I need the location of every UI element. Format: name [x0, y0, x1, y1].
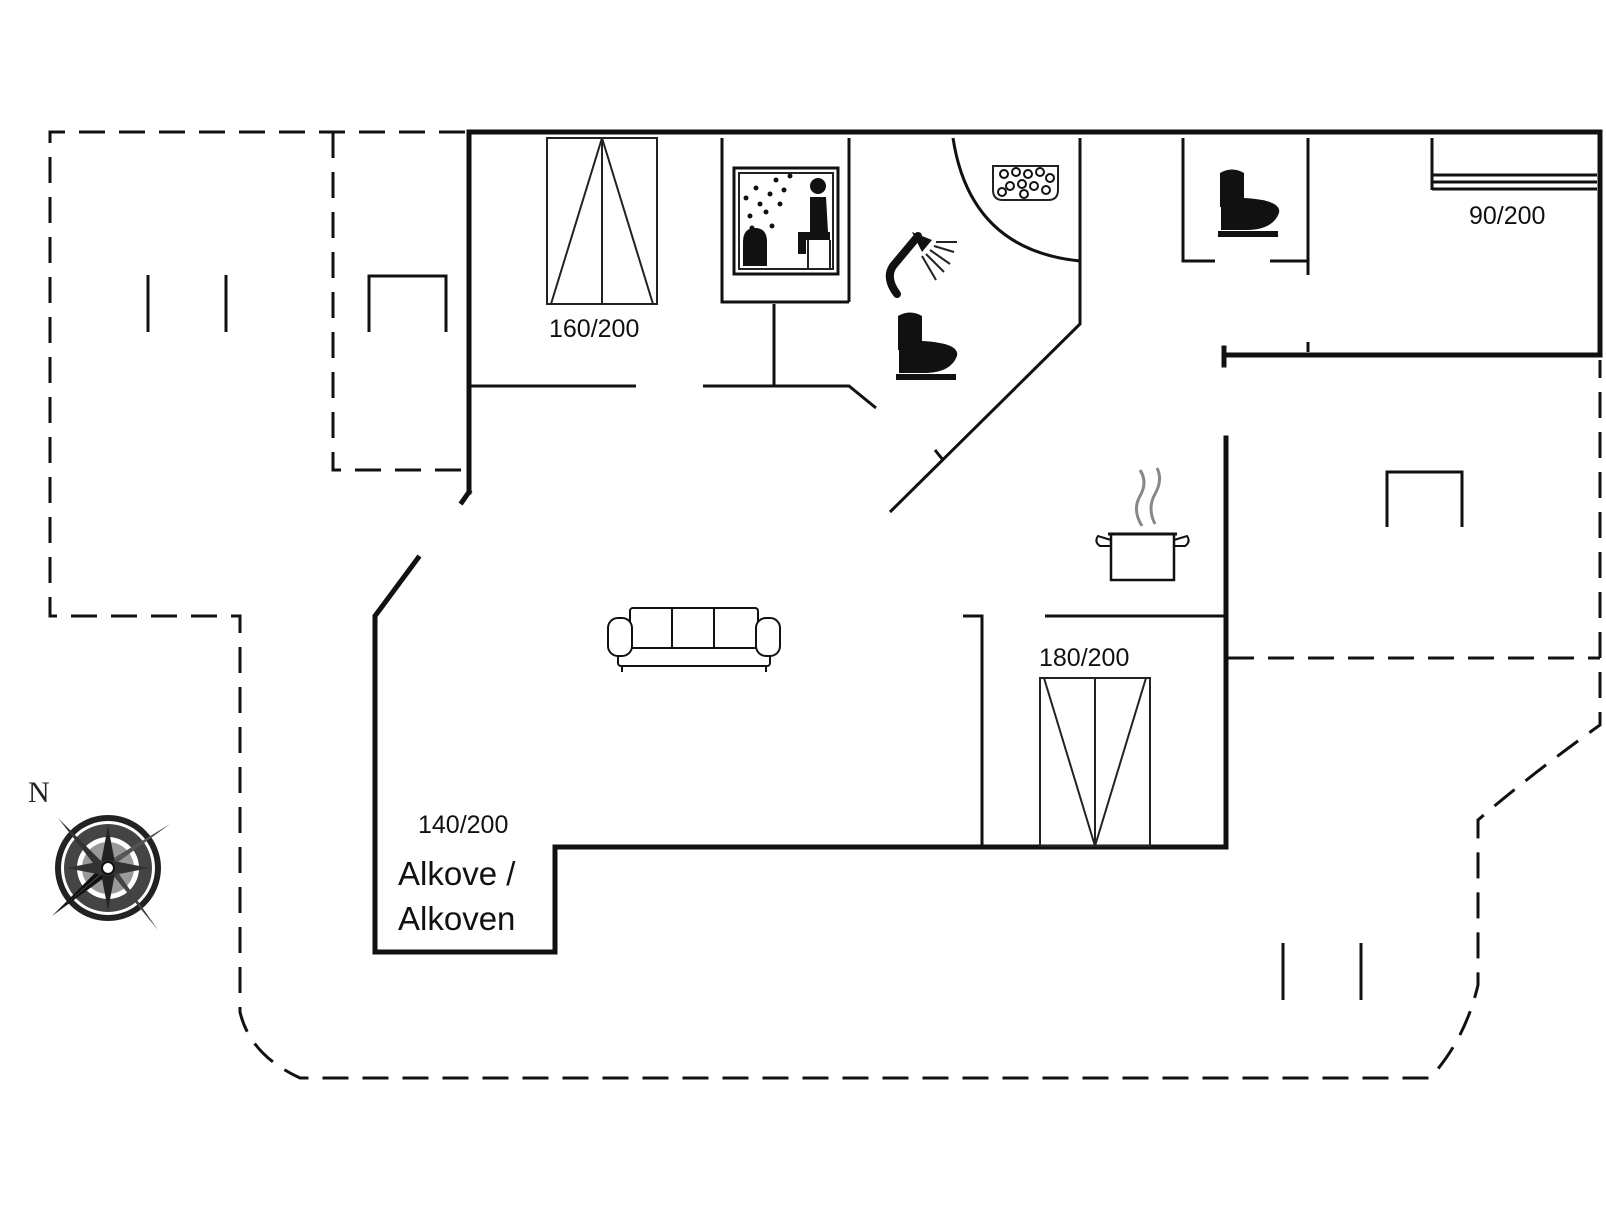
- kitchen-pot-icon: [1095, 467, 1190, 582]
- terrace-outlines: [48, 130, 1602, 1080]
- door-swing: [951, 137, 1081, 263]
- bed-label-alcove: 140/200: [418, 811, 508, 839]
- compass-rose-icon: [52, 815, 170, 930]
- interior-walls: [469, 138, 1310, 848]
- whirlpool-icon: [992, 165, 1059, 201]
- terrace-markings: [146, 274, 1464, 1000]
- alcove-label-line2: Alkoven: [398, 900, 515, 937]
- alcove-label-line1: Alkove /: [398, 855, 516, 892]
- sofa-icon: [607, 607, 781, 672]
- exterior-walls: [372, 129, 1603, 955]
- bed-label-master: 160/200: [549, 315, 639, 343]
- toilet-icon: [1218, 169, 1280, 237]
- toilet-icon: [896, 312, 958, 380]
- sauna-icon: [732, 166, 840, 276]
- compass-north-label: N: [28, 776, 50, 809]
- bed-label-double: 180/200: [1039, 644, 1129, 672]
- bed-label-single: 90/200: [1469, 202, 1545, 230]
- bed-icon: [1430, 138, 1597, 191]
- shower-icon: [885, 232, 957, 298]
- bed-icon: [1039, 677, 1151, 847]
- bed-icon: [546, 137, 658, 305]
